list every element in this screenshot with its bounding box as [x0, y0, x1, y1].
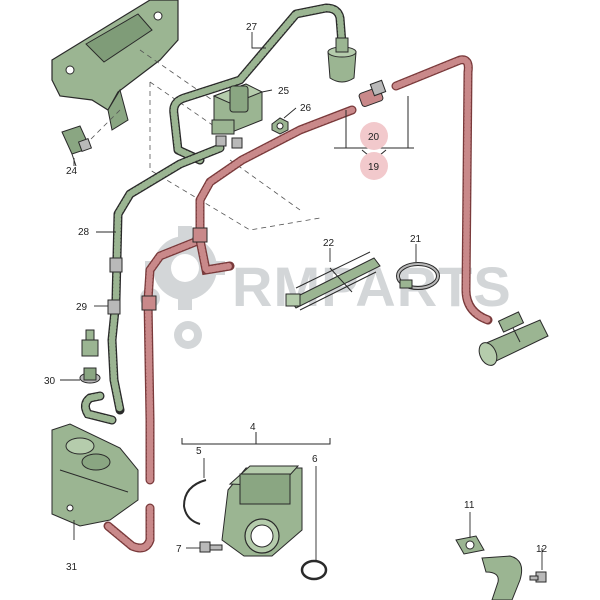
part-7-bolt	[199, 541, 223, 553]
part-31-filter-housing	[51, 423, 139, 527]
leader-lines	[60, 32, 543, 570]
callout-6: 6	[312, 454, 318, 465]
part-30-check-valve	[79, 329, 101, 384]
callout-30: 30	[44, 376, 56, 387]
callout-28: 28	[78, 227, 90, 238]
part-24-sensor	[61, 125, 93, 167]
part-21-hose-clamp	[396, 262, 440, 290]
highlight-20	[360, 122, 388, 150]
callout-31: 31	[66, 562, 78, 573]
part-11-flange	[455, 535, 485, 555]
callout-29: 29	[76, 302, 88, 313]
callout-27: 27	[246, 22, 258, 33]
callout-5: 5	[196, 446, 202, 457]
callout-25: 25	[278, 86, 290, 97]
highlight-19	[360, 152, 388, 180]
part-5-gasket	[182, 479, 207, 525]
callout-11: 11	[464, 500, 475, 511]
callout-21: 21	[410, 234, 422, 245]
intake-pipe-fitting	[478, 311, 549, 366]
hose-connector	[141, 295, 157, 311]
callout-19: 19	[368, 162, 380, 173]
bottom-pipe	[481, 555, 523, 600]
callout-labels: 27 25 26 24 20 19 28 22 21 29 30 4 5 6 7…	[44, 22, 548, 573]
callout-12: 12	[536, 544, 548, 555]
part-22-hose-clip	[285, 251, 381, 311]
hose-connector	[109, 257, 123, 273]
part-6-o-ring	[300, 559, 328, 581]
hose-connector	[192, 227, 208, 243]
callout-20: 20	[368, 132, 380, 143]
callout-7: 7	[176, 544, 182, 555]
green-hose-27	[169, 3, 347, 165]
callout-24: 24	[66, 166, 78, 177]
callout-22: 22	[323, 238, 335, 249]
callout-4: 4	[250, 422, 256, 433]
part-12-bolt	[529, 571, 547, 583]
green-hose-28	[107, 143, 225, 415]
callout-26: 26	[300, 103, 312, 114]
bracket-plate	[51, 0, 179, 131]
red-hose-right	[391, 55, 493, 325]
part-27-filter-canister	[327, 37, 357, 83]
part-20-check-valve	[358, 79, 387, 107]
part-4-throttle-body	[221, 465, 303, 557]
part-25-solenoid-valve	[211, 83, 264, 149]
hose-connector	[107, 299, 121, 315]
part-26-nut	[271, 117, 289, 135]
